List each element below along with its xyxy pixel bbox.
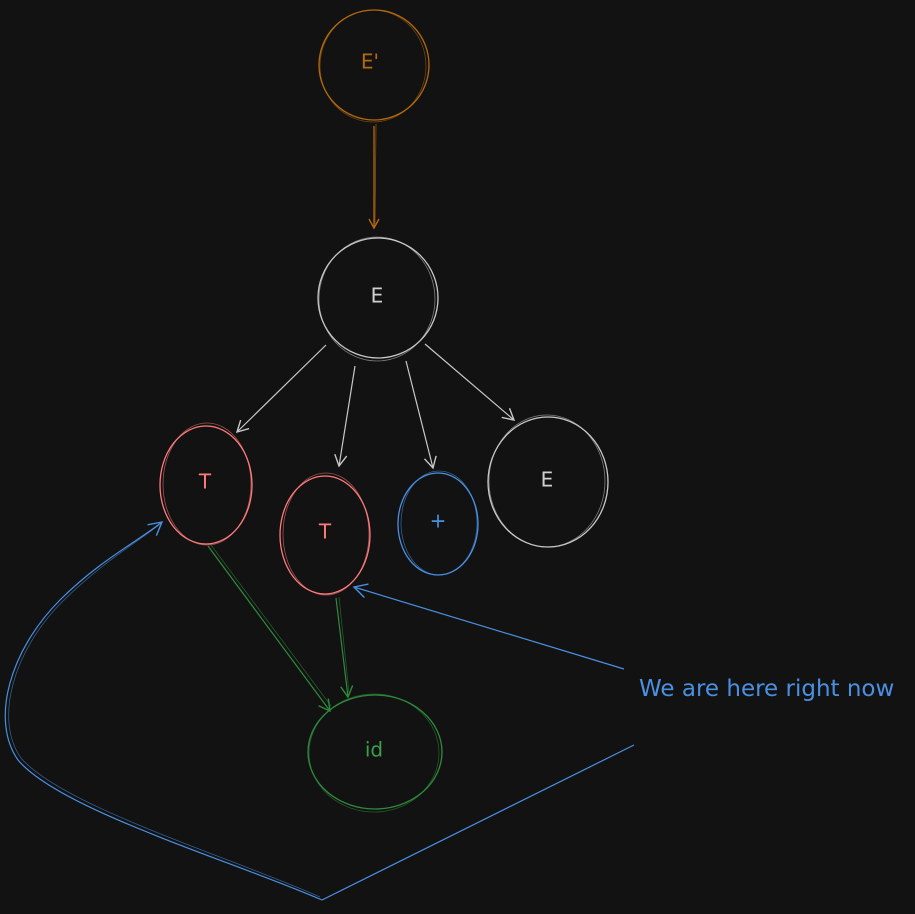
node-e-main: E	[317, 236, 439, 362]
edge-e-to-e-right	[424, 343, 516, 421]
node-plus: +	[397, 470, 479, 576]
node-id-label: id	[365, 738, 383, 762]
node-t-left: T	[159, 422, 253, 546]
node-plus-label: +	[430, 509, 447, 533]
annotation-arrow-to-t-left	[4, 521, 635, 901]
node-t-mid-label: T	[318, 520, 332, 544]
node-t-left-label: T	[198, 470, 212, 494]
edge-e-to-t-mid	[334, 365, 356, 468]
node-e-prime: E'	[318, 9, 430, 123]
edge-e-to-t-left	[235, 344, 327, 434]
node-t-mid: T	[279, 472, 371, 596]
node-e-prime-label: E'	[361, 50, 379, 74]
annotation-text: We are here right now	[639, 676, 895, 702]
edge-t-left-to-id	[207, 544, 332, 713]
annotation-arrow-to-t-mid	[352, 583, 625, 670]
node-e-main-label: E	[371, 284, 384, 308]
node-id: id	[307, 693, 443, 813]
node-e-right: E	[487, 414, 609, 548]
node-e-right-label: E	[541, 468, 554, 492]
edge-eprime-to-e	[368, 123, 380, 230]
edge-e-to-plus	[405, 360, 437, 470]
edge-t-mid-to-id	[335, 596, 354, 699]
